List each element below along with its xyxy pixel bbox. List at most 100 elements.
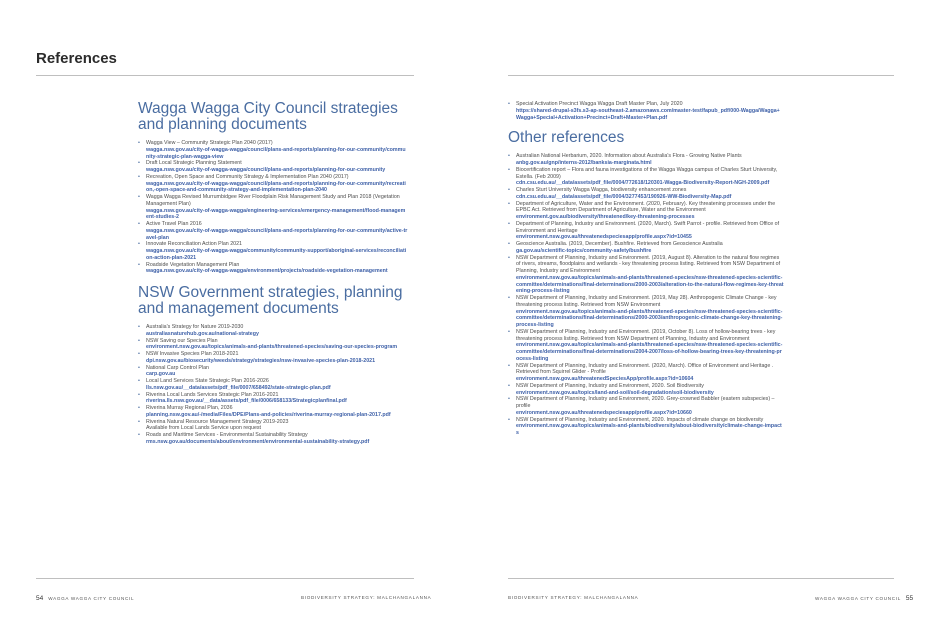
reference-link[interactable]: environment.nsw.gov.au/threatenedspecies… <box>516 409 692 416</box>
reference-item: NSW Department of Planning, Industry and… <box>508 417 784 437</box>
reference-text: Local Land Services State Strategic Plan… <box>146 378 269 384</box>
reference-link[interactable]: ga.gov.au/scientific-topics/community-sa… <box>516 247 652 254</box>
reference-text: Riverina Natural Resource Management Str… <box>146 418 289 425</box>
council-reference-list: Wagga View – Community Strategic Plan 20… <box>138 140 408 275</box>
reference-text: Wagga View – Community Strategic Plan 20… <box>146 140 273 146</box>
reference-item: Australia's Strategy for Nature 2019-203… <box>138 324 408 338</box>
reference-item: Roadside Vegetation Management Planwagga… <box>138 262 408 276</box>
reference-link[interactable]: dpi.nsw.gov.au/biosecurity/weeds/strateg… <box>146 357 376 364</box>
reference-link[interactable]: environment.nsw.gov.au/topics/animals-an… <box>146 344 398 351</box>
reference-item: NSW Saving our Species Planenvironment.n… <box>138 338 408 352</box>
reference-item: Riverina Local Lands Services Strategic … <box>138 392 408 406</box>
reference-text: NSW Department of Planning, Industry and… <box>516 328 776 342</box>
reference-note: Available from Local Lands Service upon … <box>146 425 262 432</box>
reference-link[interactable]: wagga.nsw.gov.au/city-of-wagga-wagga/env… <box>146 268 388 275</box>
reference-item: NSW Department of Planning, Industry and… <box>508 295 784 329</box>
reference-item: NSW Department of Planning, Industry and… <box>508 329 784 363</box>
reference-text: Riverina Local Lands Services Strategic … <box>146 391 279 398</box>
reference-text: NSW Department of Planning, Industry and… <box>516 416 764 423</box>
reference-text: Draft Local Strategic Planning Statement <box>146 160 242 167</box>
reference-item: Roads and Maritime Services - Environmen… <box>138 432 408 446</box>
reference-item: Riverina Murray Regional Plan, 2036plann… <box>138 405 408 419</box>
reference-link[interactable]: environment.nsw.gov.au/threatenedSpecies… <box>516 376 694 382</box>
reference-link[interactable]: riverina.lls.nsw.gov.au/__data/assets/pd… <box>146 398 347 405</box>
reference-text: Geoscience Australia. (2019, December). … <box>516 241 723 247</box>
right-column: Special Activation Precinct Wagga Wagga … <box>508 101 784 437</box>
section-heading-other: Other references <box>508 129 625 147</box>
reference-link[interactable]: wagga.nsw.gov.au/city-of-wagga-wagga/cou… <box>146 146 406 160</box>
reference-item: Department of Agriculture, Water and the… <box>508 201 784 221</box>
reference-item: Recreation, Open Space and Community Str… <box>138 174 408 194</box>
reference-link[interactable]: wagga.nsw.gov.au/city-of-wagga-wagga/com… <box>146 248 407 261</box>
reference-item: NSW Department of Planning, Industry and… <box>508 383 784 397</box>
reference-link[interactable]: cdn.csu.edu.au/__data/assets/pdf_file/00… <box>516 180 770 187</box>
reference-text: Australian National Herbarium, 2020. Inf… <box>516 153 742 160</box>
reference-link[interactable]: wagga.nsw.gov.au/city-of-wagga-wagga/cou… <box>146 180 406 194</box>
reference-text: NSW Department of Planning, Industry and… <box>516 362 774 376</box>
footer-doc-left: BIODIVERSITY STRATEGY: MALCHANGALANNA <box>301 595 432 600</box>
reference-text: Riverina Murray Regional Plan, 2036 <box>146 405 233 411</box>
reference-link[interactable]: environment.nsw.gov.au/topics/land-and-s… <box>516 389 714 396</box>
reference-link[interactable]: rms.nsw.gov.au/documents/about/environme… <box>146 438 370 445</box>
footer-org-right: WAGGA WAGGA CITY COUNCIL <box>815 596 901 601</box>
reference-text: NSW Department of Planning, Industry and… <box>516 295 777 308</box>
reference-text: Biocertification report – Flora and faun… <box>516 166 778 180</box>
reference-link[interactable]: environment.nsw.gov.au/topics/animals-an… <box>516 342 783 362</box>
reference-text: Innovate Reconciliation Action Plan 2021 <box>146 241 242 248</box>
reference-text: Department of Agriculture, Water and the… <box>516 200 776 214</box>
reference-item: Special Activation Precinct Wagga Wagga … <box>508 101 784 121</box>
reference-link[interactable]: environment.gov.au/biodiversity/threaten… <box>516 214 695 220</box>
reference-link[interactable]: environment.nsw.gov.au/topics/animals-an… <box>516 308 783 329</box>
title-divider-left <box>36 75 414 76</box>
reference-link[interactable]: environment.nsw.gov.au/threatenedspecies… <box>516 234 692 241</box>
reference-link[interactable]: wagga.nsw.gov.au/city-of-wagga-wagga/cou… <box>146 227 408 241</box>
reference-link[interactable]: anbg.gov.au/gnp/interns-2012/banksia-mar… <box>516 160 652 166</box>
reference-text: NSW Department of Planning, Industry and… <box>516 254 781 275</box>
reference-item: Australian National Herbarium, 2020. Inf… <box>508 153 784 167</box>
reference-link[interactable]: wagga.nsw.gov.au/city-of-wagga-wagga/eng… <box>146 207 406 221</box>
reference-link[interactable]: australiasnaturehub.gov.au/national-stra… <box>146 330 259 337</box>
reference-text: NSW Invasive Species Plan 2018-2021 <box>146 351 239 357</box>
reference-link[interactable]: carp.gov.au <box>146 371 176 378</box>
footer-doc-right: BIODIVERSITY STRATEGY: MALCHANGALANNA <box>508 595 639 600</box>
reference-item: Innovate Reconciliation Action Plan 2021… <box>138 241 408 261</box>
reference-text: Department of Planning, Industry and Env… <box>516 220 780 234</box>
reference-item: NSW Invasive Species Plan 2018-2021dpi.n… <box>138 351 408 365</box>
reference-text: Charles Sturt University Wagga Wagga, bi… <box>516 187 687 193</box>
left-column: Wagga Wagga City Council strategies and … <box>138 101 408 446</box>
reference-text: NSW Saving our Species Plan <box>146 337 218 344</box>
reference-text: National Carp Control Plan <box>146 364 210 371</box>
page-title: References <box>36 50 117 67</box>
reference-item: Draft Local Strategic Planning Statement… <box>138 160 408 174</box>
reference-text: Roads and Maritime Services - Environmen… <box>146 432 308 438</box>
reference-link[interactable]: planning.nsw.gov.au/-/media/Files/DPE/Pl… <box>146 411 391 418</box>
reference-text: Active Travel Plan 2016 <box>146 221 202 227</box>
reference-link[interactable]: https://shared-drupal-s3fs.s3-ap-southea… <box>516 107 780 121</box>
reference-item: Active Travel Plan 2016wagga.nsw.gov.au/… <box>138 221 408 241</box>
reference-item: Wagga View – Community Strategic Plan 20… <box>138 140 408 160</box>
reference-link[interactable]: cdn.csu.edu.au/__data/assets/pdf_file/00… <box>516 193 732 200</box>
reference-item: NSW Department of Planning, Industry and… <box>508 363 784 383</box>
reference-text: Recreation, Open Space and Community Str… <box>146 173 349 180</box>
page-number-left: 54 <box>36 595 44 602</box>
reference-link[interactable]: environment.nsw.gov.au/topics/animals-an… <box>516 423 782 436</box>
other-reference-list: Australian National Herbarium, 2020. Inf… <box>508 153 784 437</box>
reference-item: Local Land Services State Strategic Plan… <box>138 378 408 392</box>
reference-text: Wagga Wagga Revised Murrumbidgee River F… <box>146 194 400 207</box>
reference-link[interactable]: wagga.nsw.gov.au/city-of-wagga-wagga/cou… <box>146 167 386 173</box>
reference-item: Wagga Wagga Revised Murrumbidgee River F… <box>138 194 408 221</box>
page-number-right: 55 <box>905 595 914 602</box>
reference-text: Australia's Strategy for Nature 2019-203… <box>146 324 244 330</box>
reference-item: Charles Sturt University Wagga Wagga, bi… <box>508 187 784 201</box>
reference-text: NSW Department of Planning, Industry and… <box>516 382 704 389</box>
reference-item: Department of Planning, Industry and Env… <box>508 221 784 241</box>
footer-left: 54 WAGGA WAGGA CITY COUNCIL <box>36 595 134 602</box>
reference-link[interactable]: environment.nsw.gov.au/topics/animals-an… <box>516 274 784 295</box>
reference-link[interactable]: lls.nsw.gov.au/__data/assets/pdf_file/00… <box>146 384 331 391</box>
footer-divider-right <box>508 578 894 579</box>
council-reference-list-continued: Special Activation Precinct Wagga Wagga … <box>508 101 784 121</box>
footer-org-left: WAGGA WAGGA CITY COUNCIL <box>48 596 135 601</box>
reference-item: NSW Department of Planning, Industry and… <box>508 396 784 416</box>
reference-item: Riverina Natural Resource Management Str… <box>138 419 408 433</box>
